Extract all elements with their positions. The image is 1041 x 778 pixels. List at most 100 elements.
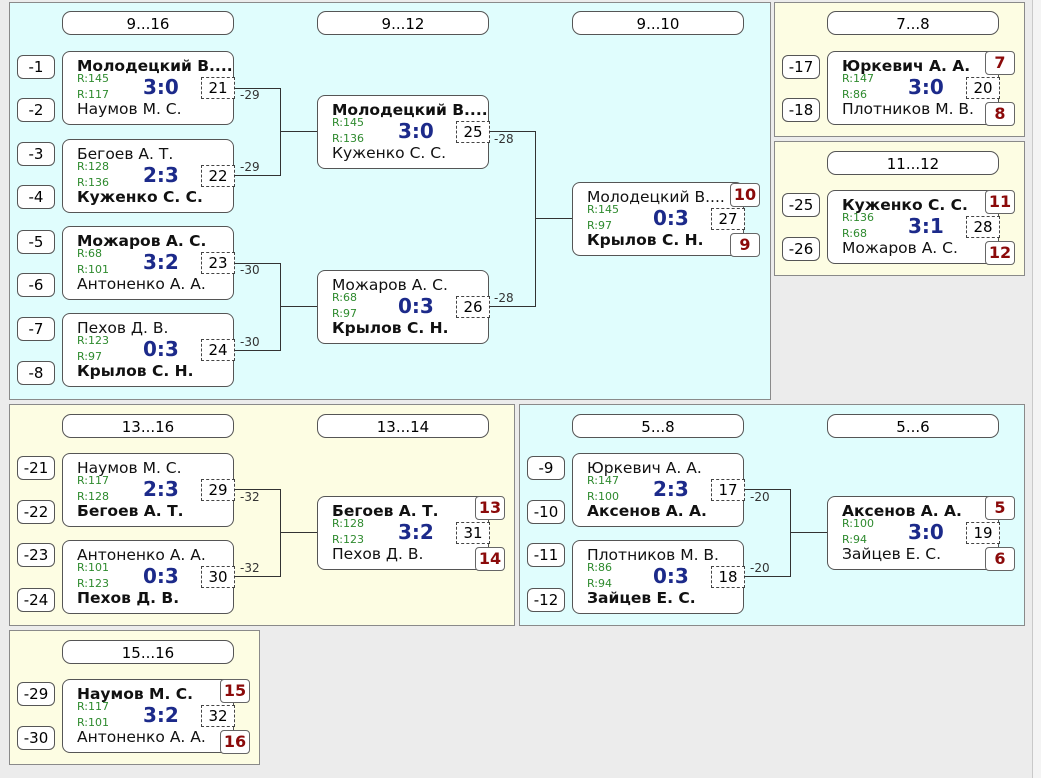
connector-line <box>489 131 535 132</box>
match-score: 0:3 <box>143 337 179 361</box>
seed-slot: -6 <box>17 273 55 297</box>
player-bottom-rating: R:136 <box>332 132 365 145</box>
player-top-name: Юркевич А. А. <box>587 459 702 477</box>
match-score: 0:3 <box>398 294 434 318</box>
match-card-27[interactable]: Молодецкий В.... R:145 R:97 0:3 27 Крыло… <box>572 182 745 256</box>
player-top-name: Плотников М. В. <box>587 546 719 564</box>
player-bottom-name: Куженко С. С. <box>332 144 447 162</box>
match-number: 32 <box>201 705 235 727</box>
match-card-31[interactable]: Бегоев А. Т. R:128 R:123 3:2 31 Пехов Д.… <box>317 496 490 570</box>
place-badge-9: 9 <box>730 233 760 257</box>
player-bottom-rating: R:123 <box>77 577 110 590</box>
place-badge-8: 8 <box>985 102 1015 126</box>
match-card-18[interactable]: Плотников М. В. R:86 R:94 0:3 18 Зайцев … <box>572 540 745 614</box>
seed-slot: -23 <box>17 543 55 567</box>
round-header-15-16: 15...16 <box>62 640 234 664</box>
player-bottom-name: Пехов Д. В. <box>77 589 180 607</box>
player-top-name: Можаров А. С. <box>332 276 448 294</box>
connector-line <box>280 88 281 176</box>
player-top-rating: R:68 <box>332 291 358 304</box>
connector-line <box>234 263 280 264</box>
round-header-7-8: 7...8 <box>827 11 999 35</box>
match-score: 3:1 <box>908 214 944 238</box>
place-badge-7: 7 <box>985 51 1015 75</box>
match-card-23[interactable]: Можаров А. С. R:68 R:101 3:2 23 Антоненк… <box>62 226 235 300</box>
player-top-rating: R:145 <box>587 203 620 216</box>
connector-line <box>234 576 280 577</box>
player-bottom-rating: R:68 <box>842 227 868 240</box>
match-score: 3:0 <box>143 75 179 99</box>
player-top-rating: R:86 <box>587 561 613 574</box>
match-card-30[interactable]: Антоненко А. А. R:101 R:123 0:3 30 Пехов… <box>62 540 235 614</box>
place-badge-5: 5 <box>985 496 1015 520</box>
match-number: 17 <box>711 479 745 501</box>
match-card-32[interactable]: Наумов М. С. R:117 R:101 3:2 32 Антоненк… <box>62 679 235 753</box>
seed-slot: -2 <box>17 98 55 122</box>
player-top-name: Куженко С. С. <box>842 196 968 214</box>
match-number: 20 <box>966 77 1000 99</box>
player-top-name: Наумов М. С. <box>77 459 182 477</box>
connector-line <box>744 576 790 577</box>
match-number: 19 <box>966 522 1000 544</box>
loser-ref-label: -20 <box>750 561 770 575</box>
place-badge-6: 6 <box>985 547 1015 571</box>
player-top-name: Наумов М. С. <box>77 685 194 703</box>
place-badge-11: 11 <box>985 190 1015 214</box>
match-number: 31 <box>456 522 490 544</box>
connector-line <box>234 350 280 351</box>
match-card-19[interactable]: Аксенов А. А. R:100 R:94 3:0 19 Зайцев Е… <box>827 496 1000 570</box>
place-badge-15: 15 <box>220 679 250 703</box>
match-number: 26 <box>456 296 490 318</box>
match-card-28[interactable]: Куженко С. С. R:136 R:68 3:1 28 Можаров … <box>827 190 1000 264</box>
player-bottom-name: Крылов С. Н. <box>587 231 704 249</box>
player-top-name: Антоненко А. А. <box>77 546 206 564</box>
player-top-rating: R:117 <box>77 700 110 713</box>
seed-slot: -7 <box>17 317 55 341</box>
connector-line <box>790 532 827 533</box>
match-card-26[interactable]: Можаров А. С. R:68 R:97 0:3 26 Крылов С.… <box>317 270 490 344</box>
loser-ref-label: -32 <box>240 490 260 504</box>
round-header-11-12: 11...12 <box>827 151 999 175</box>
player-top-rating: R:128 <box>77 160 110 173</box>
player-bottom-rating: R:94 <box>842 533 868 546</box>
loser-ref-label: -28 <box>494 132 514 146</box>
seed-slot: -4 <box>17 185 55 209</box>
connector-line <box>280 489 281 577</box>
round-header-13-14: 13...14 <box>317 414 489 438</box>
player-top-rating: R:68 <box>77 247 103 260</box>
seed-slot: -17 <box>782 55 820 79</box>
connector-line <box>535 131 536 307</box>
match-score: 2:3 <box>143 163 179 187</box>
loser-ref-label: -30 <box>240 335 260 349</box>
vertical-scrollbar[interactable] <box>1032 0 1041 778</box>
connector-line <box>234 175 280 176</box>
player-bottom-rating: R:101 <box>77 716 110 729</box>
match-card-21[interactable]: Молодецкий В.... R:145 R:117 3:0 21 Наум… <box>62 51 235 125</box>
player-top-name: Бегоев А. Т. <box>77 145 174 163</box>
seed-slot: -30 <box>17 726 55 750</box>
player-top-rating: R:145 <box>332 116 365 129</box>
player-top-rating: R:101 <box>77 561 110 574</box>
match-card-20[interactable]: Юркевич А. А. R:147 R:86 3:0 20 Плотнико… <box>827 51 1000 125</box>
match-card-17[interactable]: Юркевич А. А. R:147 R:100 2:3 17 Аксенов… <box>572 453 745 527</box>
match-card-29[interactable]: Наумов М. С. R:117 R:128 2:3 29 Бегоев А… <box>62 453 235 527</box>
player-top-rating: R:123 <box>77 334 110 347</box>
match-number: 22 <box>201 165 235 187</box>
place-badge-14: 14 <box>475 547 505 571</box>
player-top-name: Пехов Д. В. <box>77 319 169 337</box>
player-top-rating: R:147 <box>587 474 620 487</box>
match-card-25[interactable]: Молодецкий В.... R:145 R:136 3:0 25 Куже… <box>317 95 490 169</box>
player-bottom-rating: R:97 <box>332 307 358 320</box>
player-bottom-rating: R:86 <box>842 88 868 101</box>
seed-slot: -11 <box>527 543 565 567</box>
connector-line <box>234 489 280 490</box>
match-number: 18 <box>711 566 745 588</box>
match-card-22[interactable]: Бегоев А. Т. R:128 R:136 2:3 22 Куженко … <box>62 139 235 213</box>
match-card-24[interactable]: Пехов Д. В. R:123 R:97 0:3 24 Крылов С. … <box>62 313 235 387</box>
player-bottom-name: Можаров А. С. <box>842 239 958 257</box>
match-number: 23 <box>201 252 235 274</box>
match-score: 3:0 <box>908 75 944 99</box>
loser-ref-label: -30 <box>240 263 260 277</box>
player-bottom-rating: R:123 <box>332 533 365 546</box>
match-number: 21 <box>201 77 235 99</box>
